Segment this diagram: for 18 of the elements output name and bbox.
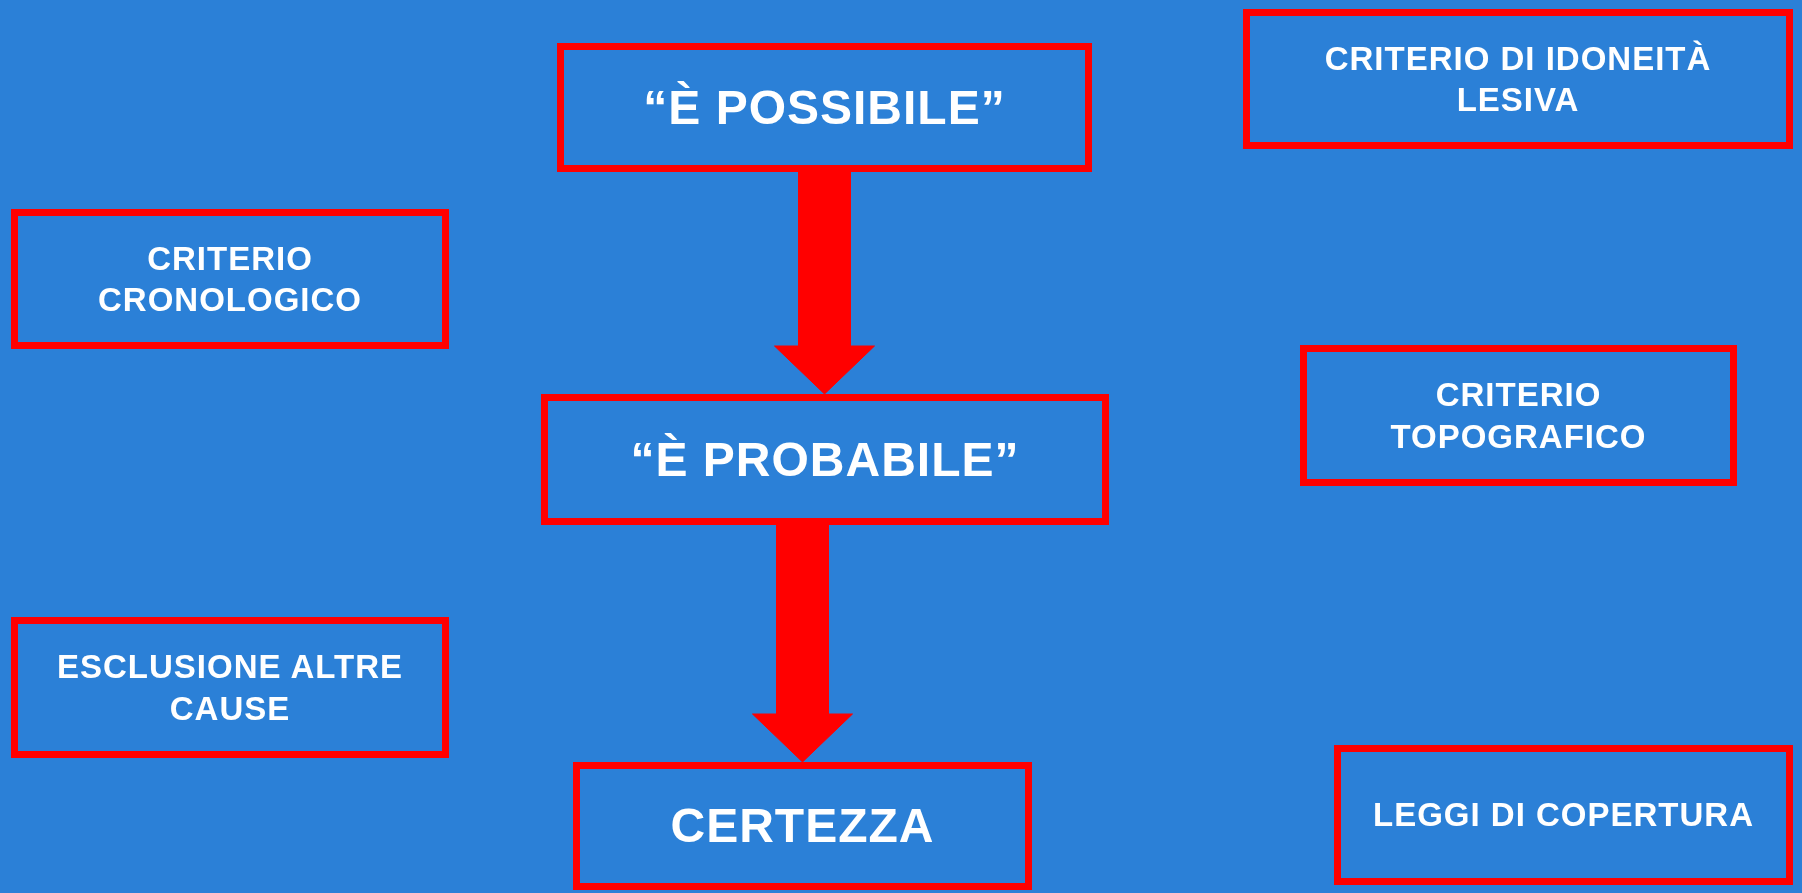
text-box (11, 209, 449, 349)
text-box (1243, 9, 1793, 149)
text-box (573, 762, 1032, 890)
text-box (1334, 745, 1793, 885)
box-label: CRITERIO DI IDONEITÀ LESIVA (1323, 38, 1713, 120)
block-arrow (774, 171, 875, 395)
box-label: “È PROBABILE” (630, 431, 1020, 488)
box-label: “È POSSIBILE” (643, 79, 1006, 136)
box-label: LEGGI DI COPERTURA (1373, 795, 1754, 836)
box-label: CRITERIO TOPOGRAFICO (1389, 375, 1648, 457)
text-box (557, 43, 1092, 172)
box-label: CRITERIO CRONOLOGICO (97, 238, 363, 320)
text-box (541, 394, 1109, 525)
text-box (11, 617, 449, 758)
box-label: ESCLUSIONE ALTRE CAUSE (56, 647, 404, 729)
text-box (1300, 345, 1737, 486)
box-label: CERTEZZA (670, 798, 935, 854)
block-arrow (752, 524, 853, 763)
